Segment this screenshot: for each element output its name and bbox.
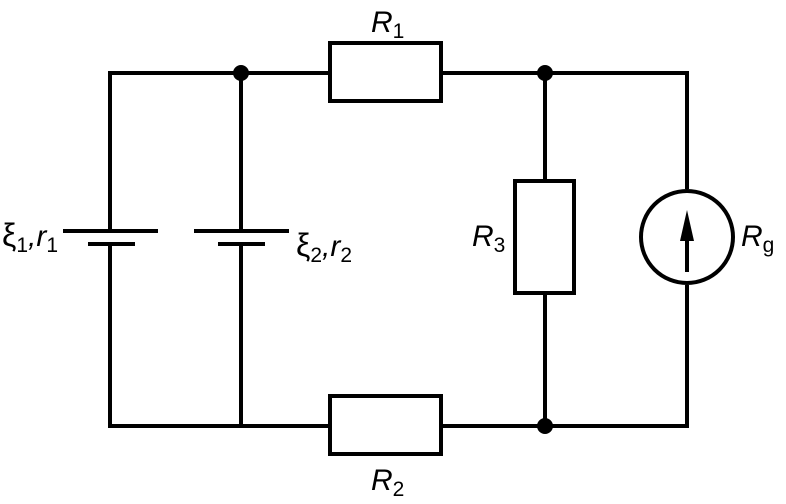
junctions	[233, 65, 553, 434]
label-r3: R3	[472, 220, 505, 257]
galvanometer	[639, 189, 735, 285]
label-source1: ξ1,r1	[2, 217, 58, 257]
label-r1: R1	[371, 6, 404, 43]
source2-cell	[194, 229, 289, 246]
resistor-r1	[328, 41, 443, 103]
source1-cell	[63, 229, 158, 246]
resistor-r2	[328, 394, 443, 456]
junction-top-left	[233, 65, 249, 81]
junction-bottom-right	[537, 418, 553, 434]
galvanometer-arrow-head	[680, 210, 694, 241]
label-r2: R2	[371, 464, 404, 501]
label-galvanometer: Rg	[741, 220, 774, 257]
label-source2: ξ2,r2	[296, 227, 352, 267]
junction-top-right	[537, 65, 553, 81]
wires	[108, 71, 689, 428]
resistor-r3	[513, 179, 576, 295]
